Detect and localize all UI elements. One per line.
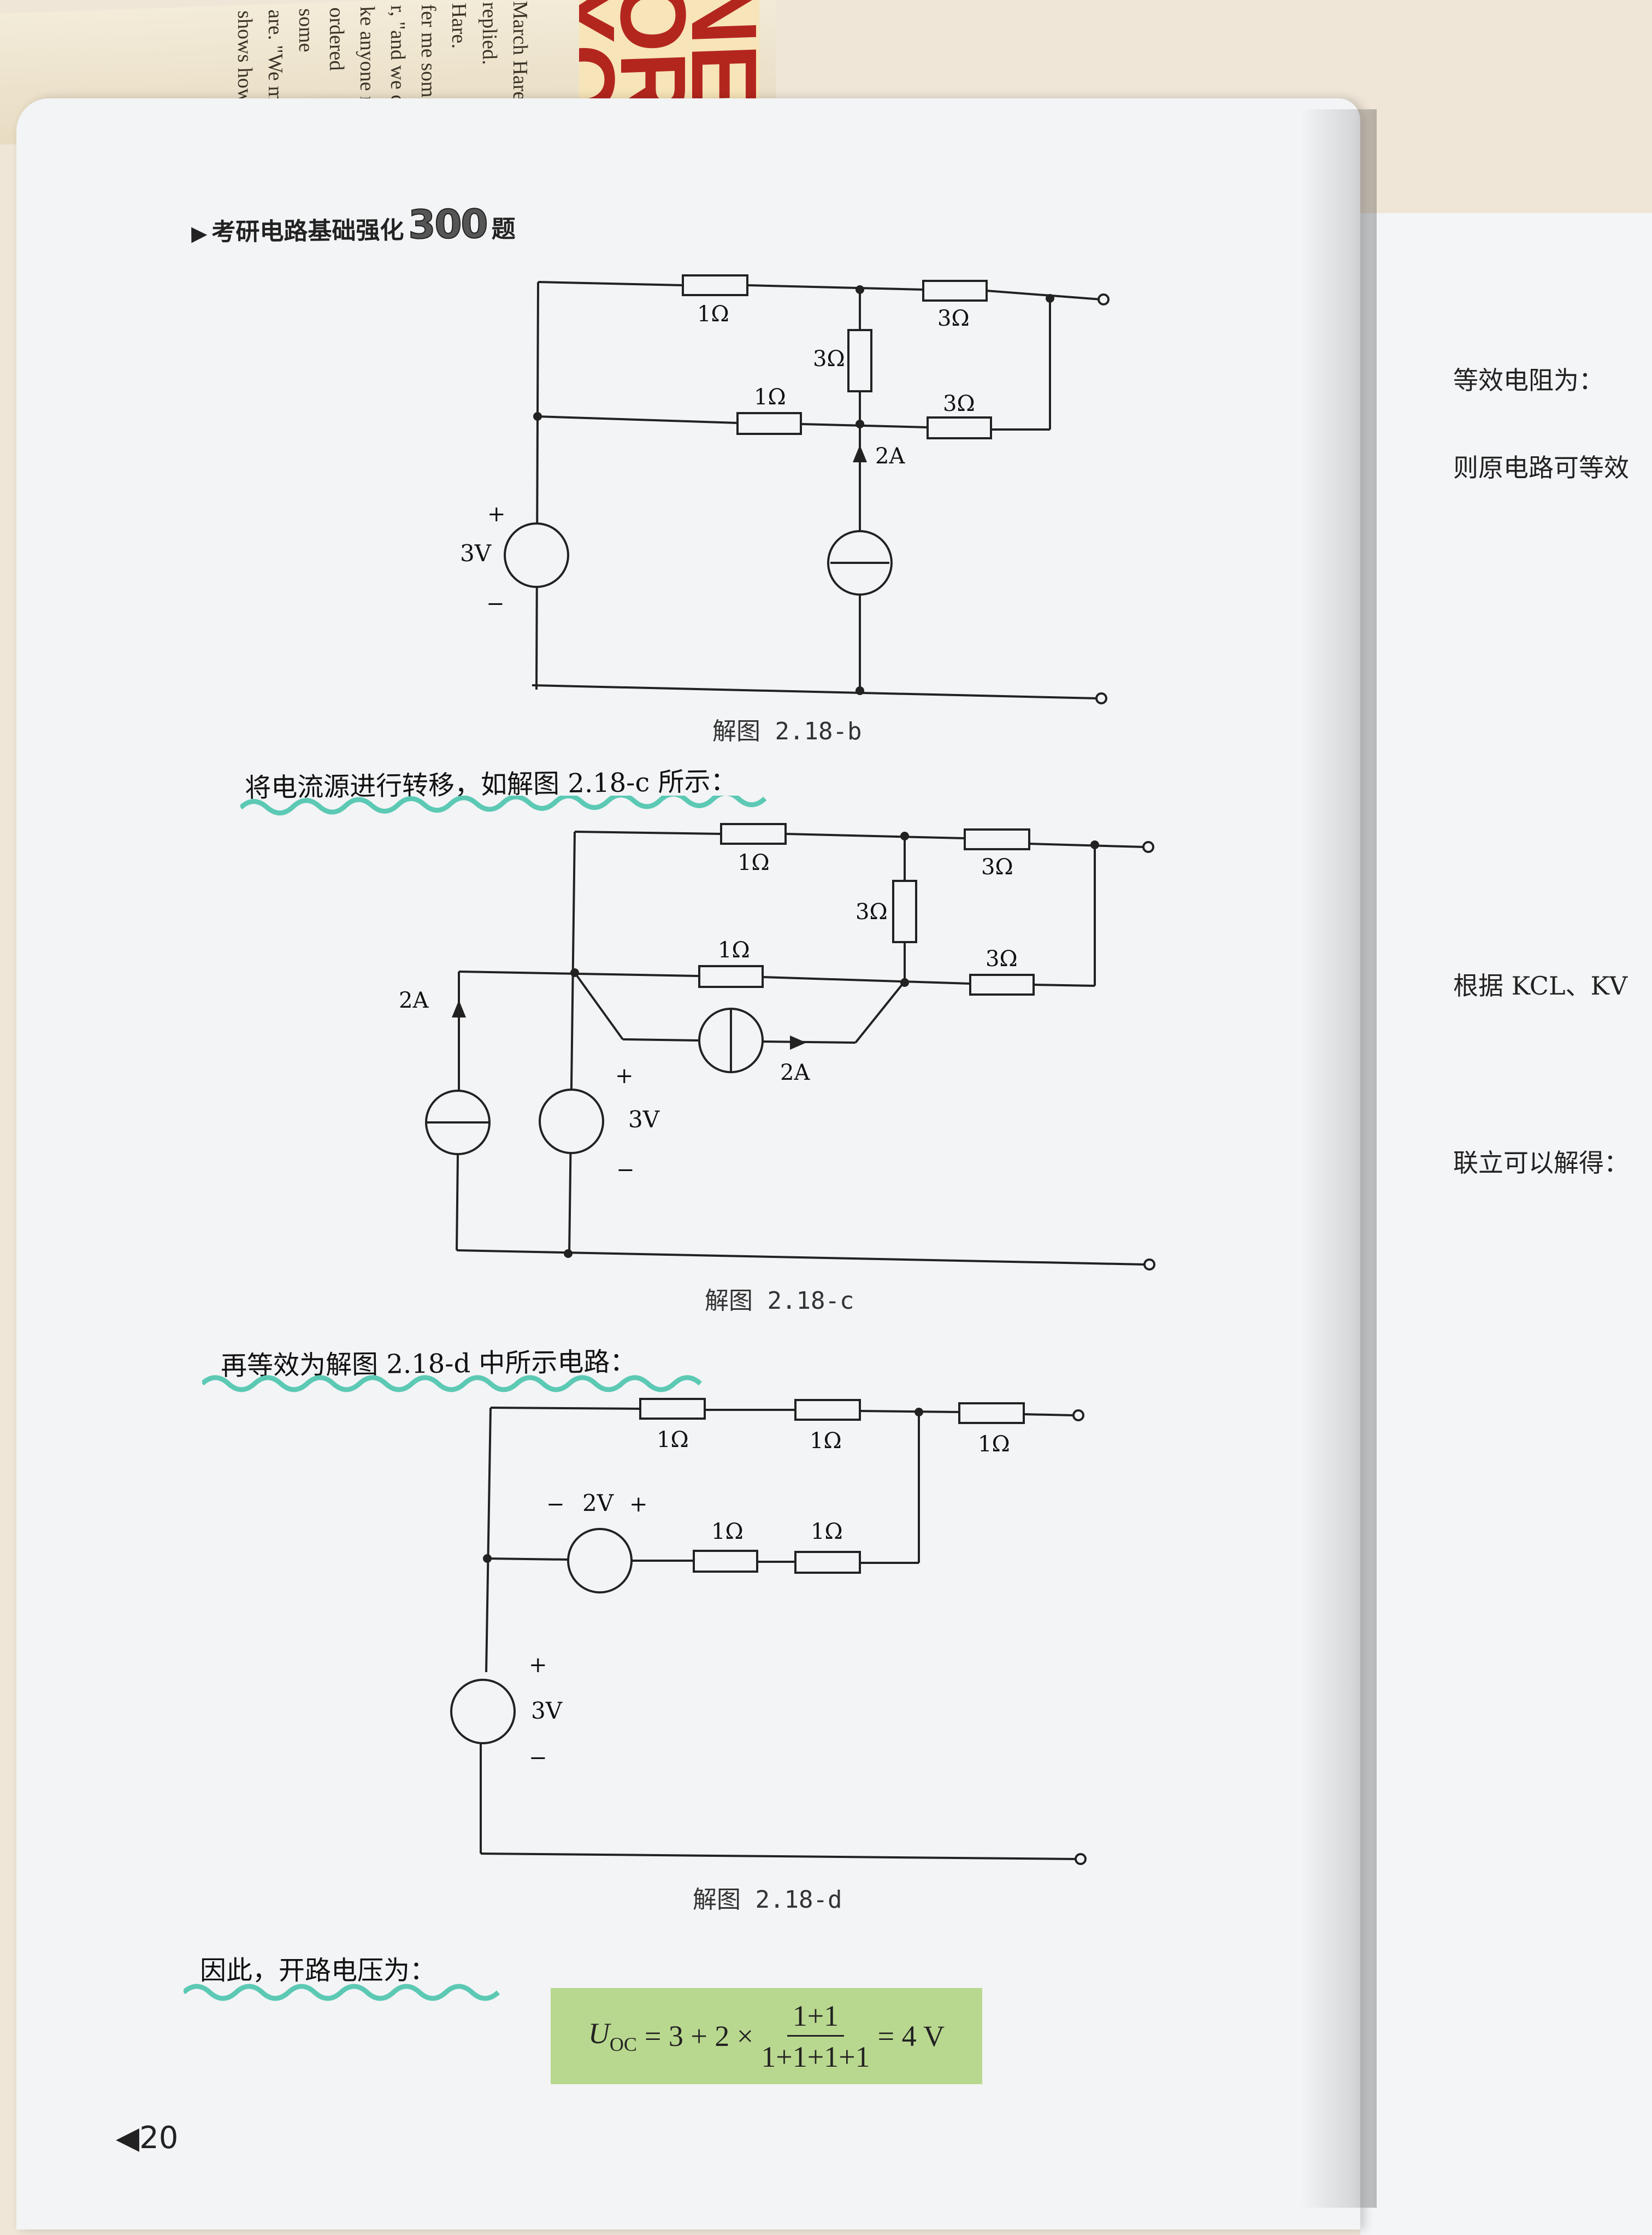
page-gutter-shadow bbox=[1300, 109, 1377, 2208]
formula-denominator: 1+1+1+1 bbox=[761, 2040, 870, 2073]
circuit-b-vsrc-value: 3V bbox=[460, 540, 492, 567]
textbook-page bbox=[16, 98, 1360, 2230]
right-page-line-2: 则原电路可等效 bbox=[1453, 453, 1629, 483]
circuit-c-r-top-right: 3Ω bbox=[981, 855, 1013, 880]
circuit-c-vsrc-minus: − bbox=[616, 1157, 635, 1183]
circuit-d-r-top-1: 1Ω bbox=[657, 1427, 689, 1452]
right-page bbox=[1360, 213, 1652, 2235]
circuit-d-vsrc2-plus: + bbox=[629, 1492, 648, 1517]
circuit-b-current-label: 2A bbox=[875, 444, 905, 469]
highlight-wave-2 bbox=[202, 1375, 703, 1392]
circuit-c-r-vertical: 3Ω bbox=[856, 899, 888, 925]
right-page-line-1: 等效电阻为： bbox=[1453, 366, 1604, 395]
circuit-c-r-top-left: 1Ω bbox=[738, 850, 770, 875]
circuit-b-vsrc-plus: + bbox=[487, 502, 506, 527]
circuit-b-r-top-left: 1Ω bbox=[697, 302, 729, 327]
circuit-c-isrc-mid-label: 2A bbox=[780, 1060, 810, 1085]
right-page-line-3: 根据 KCL、KV bbox=[1453, 971, 1628, 1001]
formula-result: = 4 V bbox=[877, 2020, 945, 2052]
circuit-b-r-vertical: 3Ω bbox=[813, 346, 845, 372]
circuit-c-r-mid-left: 1Ω bbox=[718, 938, 750, 963]
paragraph-open-circuit-voltage: 因此，开路电压为： bbox=[200, 1955, 436, 1986]
circuit-c-isrc-left-label: 2A bbox=[399, 988, 429, 1013]
formula-fraction: 1+1 1+1+1+1 bbox=[761, 1999, 870, 2074]
formula-numerator: 1+1 bbox=[787, 1999, 845, 2037]
highlight-wave-3 bbox=[184, 1984, 500, 2001]
circuit-b-r-mid-left: 1Ω bbox=[754, 385, 786, 410]
circuit-d-vsrc-value: 3V bbox=[531, 1697, 563, 1724]
circuit-d-r-top-3: 1Ω bbox=[978, 1432, 1010, 1457]
formula-lhs-subscript: OC bbox=[609, 2033, 637, 2055]
figure-c-caption: 解图 2.18-c bbox=[705, 1287, 854, 1315]
figure-d-caption: 解图 2.18-d bbox=[693, 1886, 842, 1914]
highlight-wave-1 bbox=[240, 796, 767, 816]
formula-open-circuit-voltage: UOC = 3 + 2 × 1+1 1+1+1+1 = 4 V bbox=[551, 1988, 982, 2084]
circuit-b-r-mid-right: 3Ω bbox=[943, 391, 975, 416]
circuit-d-vsrc2-value: 2V bbox=[582, 1490, 614, 1516]
formula-lhs: UOC bbox=[588, 2017, 637, 2055]
circuit-b-r-top-right: 3Ω bbox=[937, 306, 970, 331]
circuit-d-vsrc-plus: + bbox=[529, 1652, 547, 1678]
circuit-d-vsrc-minus: − bbox=[529, 1745, 547, 1771]
circuit-c-vsrc-value: 3V bbox=[628, 1106, 660, 1133]
right-page-line-4: 联立可以解得： bbox=[1453, 1148, 1629, 1178]
formula-expression: = 3 + 2 × bbox=[644, 2020, 754, 2052]
circuit-d-r-mid-1: 1Ω bbox=[711, 1519, 744, 1544]
circuit-c-vsrc-plus: + bbox=[615, 1063, 634, 1089]
page-number: ◀20 bbox=[116, 2120, 179, 2156]
circuit-d-r-top-2: 1Ω bbox=[810, 1428, 842, 1454]
figure-b-caption: 解图 2.18-b bbox=[712, 717, 862, 745]
circuit-d-r-mid-2: 1Ω bbox=[811, 1519, 843, 1544]
circuit-b-vsrc-minus: − bbox=[486, 591, 505, 616]
circuit-d-vsrc2-minus: − bbox=[546, 1492, 565, 1517]
circuit-c-r-mid-right: 3Ω bbox=[986, 946, 1018, 972]
